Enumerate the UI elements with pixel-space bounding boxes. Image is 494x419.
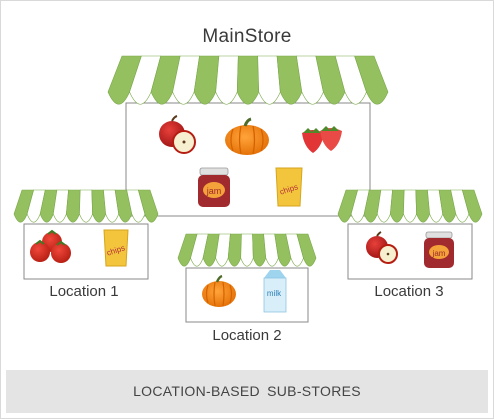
tomato-icon (30, 229, 71, 263)
location-2-awning (177, 233, 317, 267)
apple-icon (159, 115, 196, 154)
location-3-label: Location 3 (374, 283, 444, 300)
jam-label: jam (432, 249, 446, 258)
jam-jar-icon: jam (198, 167, 230, 207)
awning-stripe (296, 233, 317, 267)
location-3-store: jam (337, 189, 483, 280)
awning-stripe (257, 55, 281, 105)
main-store: jam chips (107, 55, 389, 217)
chips-bag-icon: chips (103, 229, 129, 267)
location-1-label: Location 1 (49, 283, 119, 300)
jam-jar-icon: jam (424, 231, 454, 268)
awning-stripe (240, 233, 254, 267)
main-store-awning (107, 55, 389, 105)
apple-icon (366, 231, 398, 264)
awning-stripe (415, 189, 430, 223)
location-3-awning (337, 189, 483, 223)
milk-carton-icon: milk (263, 270, 287, 313)
footer-label: LOCATION-BASED SUB-STORES (133, 383, 361, 399)
awning-stripe (403, 189, 417, 223)
pumpkin-icon (202, 274, 236, 307)
strawberry-icon (302, 126, 342, 153)
awning-stripe (66, 189, 81, 223)
milk-label: milk (267, 289, 282, 298)
awning-stripe (91, 189, 106, 223)
awning-stripe (227, 233, 242, 267)
awning-stripe (354, 55, 389, 105)
chips-bag-icon: chips (275, 167, 303, 207)
awning-stripe (137, 189, 159, 223)
awning-stripe (79, 189, 93, 223)
location-1-store: chips (13, 189, 159, 280)
awning-stripe (236, 55, 260, 105)
location-2-store: milk (177, 233, 317, 323)
jam-label: jam (206, 186, 222, 196)
pumpkin-icon (225, 117, 269, 155)
footer-bar: LOCATION-BASED SUB-STORES (6, 370, 488, 413)
awning-stripe (215, 55, 239, 105)
location-2-label: Location 2 (212, 327, 282, 344)
awning-stripe (390, 189, 405, 223)
location-1-awning (13, 189, 159, 223)
awning-stripe (461, 189, 483, 223)
main-store-title: MainStore (202, 26, 292, 47)
